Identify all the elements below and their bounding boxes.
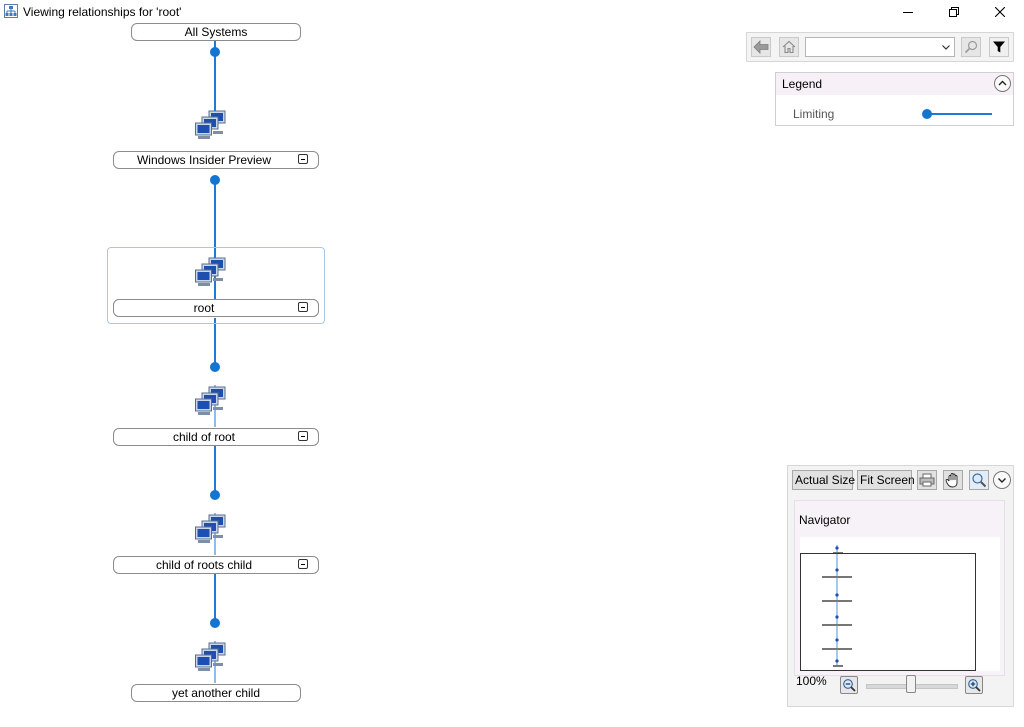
edge-line	[214, 52, 216, 122]
filter-button[interactable]	[989, 37, 1009, 57]
legend-header: Legend	[776, 73, 1013, 95]
node-label-text: child of root	[172, 430, 236, 444]
selected-node-frame	[107, 247, 325, 324]
restore-icon	[949, 7, 959, 17]
search-icon	[964, 40, 978, 54]
computer-group-icon	[195, 110, 226, 139]
zoom-out-icon	[843, 679, 856, 692]
edge-endpoint-dot	[210, 490, 220, 500]
node-label-text: All Systems	[184, 25, 248, 39]
node-label-text: child of roots child	[155, 558, 253, 572]
legend-collapse-button[interactable]	[994, 75, 1011, 92]
search-combobox[interactable]	[805, 37, 955, 57]
filter-icon	[993, 41, 1005, 53]
restore-button[interactable]	[931, 0, 977, 24]
navigator-collapse-button[interactable]	[993, 471, 1011, 489]
minimize-button[interactable]	[885, 0, 931, 24]
chevron-down-icon	[942, 45, 950, 50]
node-child-of-roots-child[interactable]: child of roots child	[113, 556, 319, 574]
node-windows-insider-preview[interactable]: Windows Insider Preview	[113, 151, 319, 169]
chevron-up-icon	[998, 80, 1007, 86]
computer-group-icon	[195, 514, 226, 543]
pan-button[interactable]	[943, 470, 963, 490]
node-label-text: root	[193, 301, 215, 315]
edge-endpoint-dot	[210, 47, 220, 57]
node-label-text: yet another child	[171, 686, 261, 700]
node-all-systems[interactable]: All Systems	[131, 23, 301, 41]
zoom-in-icon	[968, 679, 981, 692]
legend-item-label: Limiting	[793, 107, 835, 121]
edge-line	[214, 513, 216, 555]
magnifier-icon	[972, 473, 987, 488]
legend-title: Legend	[782, 77, 823, 91]
computer-group-icon	[195, 642, 226, 671]
node-child-of-root[interactable]: child of root	[113, 428, 319, 446]
title-bar: Viewing relationships for 'root'	[0, 0, 1024, 24]
relationship-app-icon	[4, 4, 18, 18]
collapse-node-button[interactable]	[298, 559, 308, 569]
node-yet-another-child[interactable]: yet another child	[131, 684, 301, 702]
legend-line-sample	[926, 113, 992, 115]
zoom-tool-button[interactable]	[969, 470, 989, 490]
navigator-panel: Actual Size Fit Screen Navigator	[787, 465, 1014, 707]
edge-endpoint-dot	[210, 362, 220, 372]
home-button[interactable]	[779, 37, 799, 57]
node-root[interactable]: root	[113, 299, 319, 317]
print-button[interactable]	[917, 470, 937, 490]
zoom-in-button[interactable]	[965, 676, 983, 694]
legend-panel: Legend Limiting	[775, 72, 1014, 126]
collapse-node-button[interactable]	[298, 154, 308, 164]
hand-icon	[945, 473, 958, 488]
navigator-title: Navigator	[799, 513, 851, 527]
back-button[interactable]	[751, 37, 771, 57]
edge-line	[214, 181, 216, 301]
navigator-viewport-rect[interactable]	[800, 553, 976, 671]
navigator-preview[interactable]	[800, 537, 1000, 671]
diagram-toolbar	[746, 32, 1014, 62]
collapse-node-button[interactable]	[298, 302, 308, 312]
edge-line	[214, 574, 216, 624]
fit-screen-button[interactable]: Fit Screen	[857, 470, 915, 490]
close-button[interactable]	[977, 0, 1023, 24]
edge-line	[214, 446, 216, 496]
back-arrow-icon	[753, 40, 769, 54]
edge-line	[214, 318, 216, 368]
edge-endpoint-dot	[210, 618, 220, 628]
actual-size-button[interactable]: Actual Size	[792, 470, 855, 490]
edge-line	[214, 641, 216, 683]
close-icon	[995, 7, 1005, 17]
home-icon	[782, 40, 796, 54]
legend-dot-sample	[922, 109, 932, 119]
relationship-diagram[interactable]	[0, 24, 740, 727]
edge-endpoint-dot	[210, 175, 220, 185]
node-label-text: Windows Insider Preview	[136, 153, 272, 167]
edge-line	[214, 385, 216, 427]
minimize-icon	[903, 12, 913, 13]
zoom-level-label: 100%	[796, 674, 827, 688]
chevron-down-icon	[998, 478, 1006, 483]
printer-icon	[919, 473, 935, 487]
zoom-out-button[interactable]	[840, 676, 858, 694]
computer-group-icon	[195, 386, 226, 415]
search-button[interactable]	[961, 37, 981, 57]
zoom-slider-thumb[interactable]	[906, 675, 916, 693]
collapse-node-button[interactable]	[298, 431, 308, 441]
navigator-frame: Navigator	[794, 500, 1005, 676]
computer-group-icon	[195, 257, 226, 286]
window-title: Viewing relationships for 'root'	[23, 5, 182, 19]
